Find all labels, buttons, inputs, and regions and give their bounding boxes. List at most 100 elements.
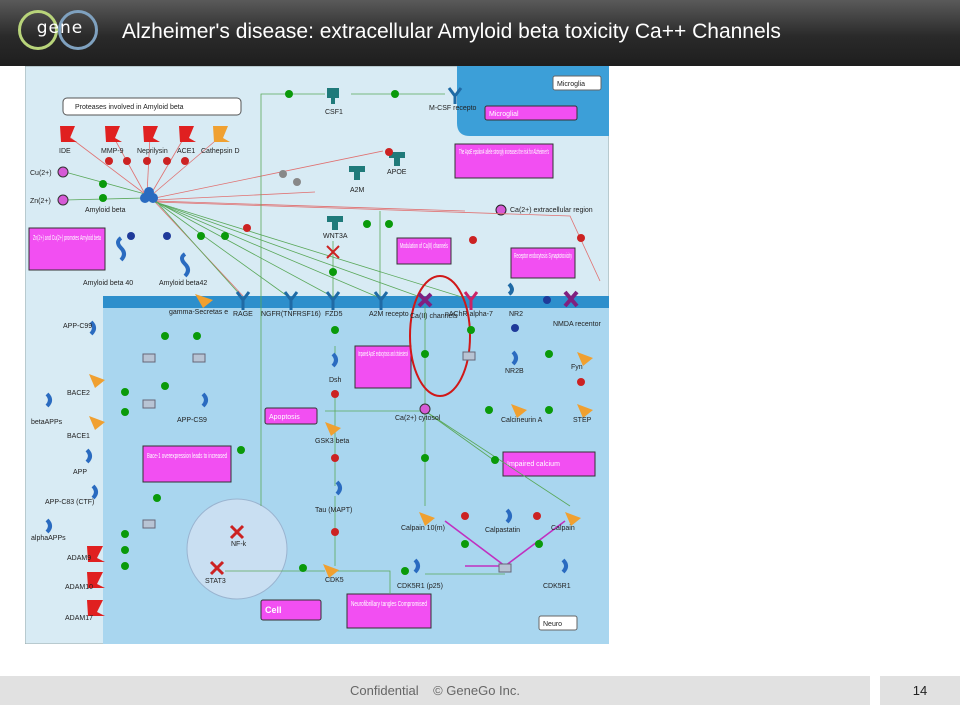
modulation-note: Modulation of Ca(II) channels: [400, 243, 448, 250]
svg-text:STEP: STEP: [573, 417, 592, 424]
node-bace1: BACE1: [67, 416, 105, 440]
svg-text:Amyloid beta 40: Amyloid beta 40: [83, 280, 133, 287]
logo-ring-right: [58, 10, 98, 50]
node-ca-cytosol: Ca(2+) cytosol: [395, 403, 441, 422]
node-cdk5r1-p25: CDK5R1 (p25): [397, 558, 443, 590]
svg-text:Ca(2+) cytosol: Ca(2+) cytosol: [395, 415, 441, 422]
page-number: 14: [880, 676, 960, 705]
svg-text:ACE1: ACE1: [177, 148, 195, 155]
node-nr2b: NR2B: [505, 350, 524, 375]
node-cdk5r1: CDK5R1: [543, 558, 571, 590]
svg-text:CDK5: CDK5: [325, 577, 344, 584]
node-calcineurin: Calcineurin A: [501, 404, 543, 424]
logo-ring-left: [18, 10, 58, 50]
ca-extracellular-label: Ca(2+) extracellular region: [510, 207, 593, 214]
node-amyloid-beta-42: Amyloid beta42: [159, 252, 207, 287]
node-bace2: BACE2: [67, 374, 105, 397]
node-ngfr: NGFR(TNFRSF16): [261, 291, 321, 318]
node-a2m-receptor: A2M recepto: [369, 291, 409, 318]
node-calpastatin: Calpastatin: [485, 508, 520, 534]
svg-text:A2M: A2M: [350, 187, 365, 194]
node-adam17: ADAM17: [65, 600, 105, 622]
protease-cathepsin: Cathepsin D: [201, 126, 240, 155]
node-nfkb: NF-k: [229, 524, 247, 548]
node-dsh: Dsh: [329, 352, 342, 384]
svg-text:NGFR(TNFRSF16): NGFR(TNFRSF16): [261, 311, 321, 318]
svg-text:Amyloid beta: Amyloid beta: [85, 207, 126, 214]
svg-text:A2M recepto: A2M recepto: [369, 311, 409, 318]
svg-text:CSF1: CSF1: [325, 109, 343, 116]
bace-note: Bace-1 overexpression leads to increased: [147, 453, 227, 460]
node-mcsf-receptor: M-CSF recepto: [429, 87, 477, 112]
svg-text:FZD5: FZD5: [325, 311, 343, 318]
svg-text:alphaAPPs: alphaAPPs: [31, 535, 66, 542]
node-tau: Tau (MAPT): [315, 480, 352, 514]
svg-text:APOE: APOE: [387, 169, 407, 176]
svg-text:NR2B: NR2B: [505, 368, 524, 375]
svg-text:Calpain 10(m): Calpain 10(m): [401, 525, 445, 532]
node-wnt3a: WNT3A: [323, 216, 348, 240]
ca-channels-highlight: [409, 275, 471, 397]
node-gamma-secretase: gamma-Secretas e: [169, 294, 228, 316]
node-step: STEP: [573, 404, 593, 424]
svg-text:NF-k: NF-k: [231, 541, 247, 548]
svg-text:STAT3: STAT3: [205, 578, 226, 585]
microglial-box: Microglial: [489, 111, 519, 118]
svg-text:Tau (MAPT): Tau (MAPT): [315, 507, 352, 514]
node-amyloid-beta-40: Amyloid beta 40: [83, 236, 133, 287]
logo-text: gene: [36, 18, 84, 38]
svg-text:MMP-9: MMP-9: [101, 148, 124, 155]
node-calpain: Calpain: [551, 512, 581, 532]
node-nr2: NR2: [507, 282, 523, 318]
svg-text:Cu(2+): Cu(2+): [30, 170, 52, 177]
apoe-note: The ApoE epsilon4 allele strongly increa…: [459, 149, 549, 156]
node-app-c83: APP-C83 (CTF): [45, 484, 98, 506]
svg-text:betaAPPs: betaAPPs: [31, 419, 63, 426]
complex-markers: [142, 351, 512, 573]
microglia-label: Microglia: [557, 81, 585, 88]
wnt3a-inhibition: [326, 245, 340, 259]
svg-text:Zn(2+): Zn(2+): [30, 198, 51, 205]
membrane: [103, 296, 609, 308]
node-stat3: STAT3: [205, 560, 226, 585]
impaired-calcium-note: Impaired calcium: [507, 461, 560, 468]
node-app-c99: APP-C99: [63, 320, 96, 336]
node-amyloid-beta: Amyloid beta: [85, 187, 158, 214]
node-gsk3: GSK3 beta: [315, 422, 349, 445]
svg-text:APP-C99: APP-C99: [63, 323, 92, 330]
node-nmda: NMDA recentor: [553, 290, 602, 328]
node-a2m: A2M: [349, 166, 365, 194]
slide-title: Alzheimer's disease: extracellular Amylo…: [122, 20, 781, 43]
protease-ide: IDE: [59, 126, 77, 155]
apoptosis-box: Apoptosis: [269, 414, 300, 421]
nucleus-region: [186, 498, 288, 600]
svg-text:CDK5R1: CDK5R1: [543, 583, 571, 590]
node-fzd5: FZD5: [325, 291, 343, 318]
svg-text:Neprilysin: Neprilysin: [137, 148, 168, 155]
node-nachr: nAChR alpha-7: [445, 291, 493, 318]
svg-text:CDK5R1 (p25): CDK5R1 (p25): [397, 583, 443, 590]
node-rage: RAGE: [233, 291, 253, 318]
receptor-note: Receptor endocytosis Synaptotoxicity: [514, 253, 572, 260]
pathway-diagram: Microglia Microglial Neuro Cell Apoptosi…: [25, 66, 609, 644]
node-apoe: APOE: [387, 152, 407, 176]
svg-text:GSK3 beta: GSK3 beta: [315, 438, 349, 445]
svg-text:NMDA recentor: NMDA recentor: [553, 321, 602, 328]
node-adam10: ADAM10: [65, 572, 105, 591]
protease-ace1: ACE1: [177, 126, 196, 155]
svg-text:Calpastatin: Calpastatin: [485, 527, 520, 534]
proteases-box: Proteases involved in Amyloid beta: [75, 104, 184, 111]
node-beta-apps: betaAPPs: [31, 392, 63, 426]
node-app-cs9: APP-CS9: [177, 392, 208, 424]
edge-markers: [99, 90, 585, 575]
zn-cu-note: Zn(2+) and Cu(2+) promotes Amyloid beta: [33, 235, 101, 242]
svg-text:ADAM10: ADAM10: [65, 584, 93, 591]
neuro-label: Neuro: [543, 621, 562, 628]
svg-text:Ca(II) channels: Ca(II) channels: [410, 313, 458, 320]
svg-text:Calcineurin A: Calcineurin A: [501, 417, 543, 424]
svg-text:Amyloid beta42: Amyloid beta42: [159, 280, 207, 287]
node-csf1: CSF1: [325, 88, 343, 116]
footer-bar: [0, 676, 870, 705]
svg-text:ADAM17: ADAM17: [65, 615, 93, 622]
cell-box: Cell: [265, 605, 282, 615]
